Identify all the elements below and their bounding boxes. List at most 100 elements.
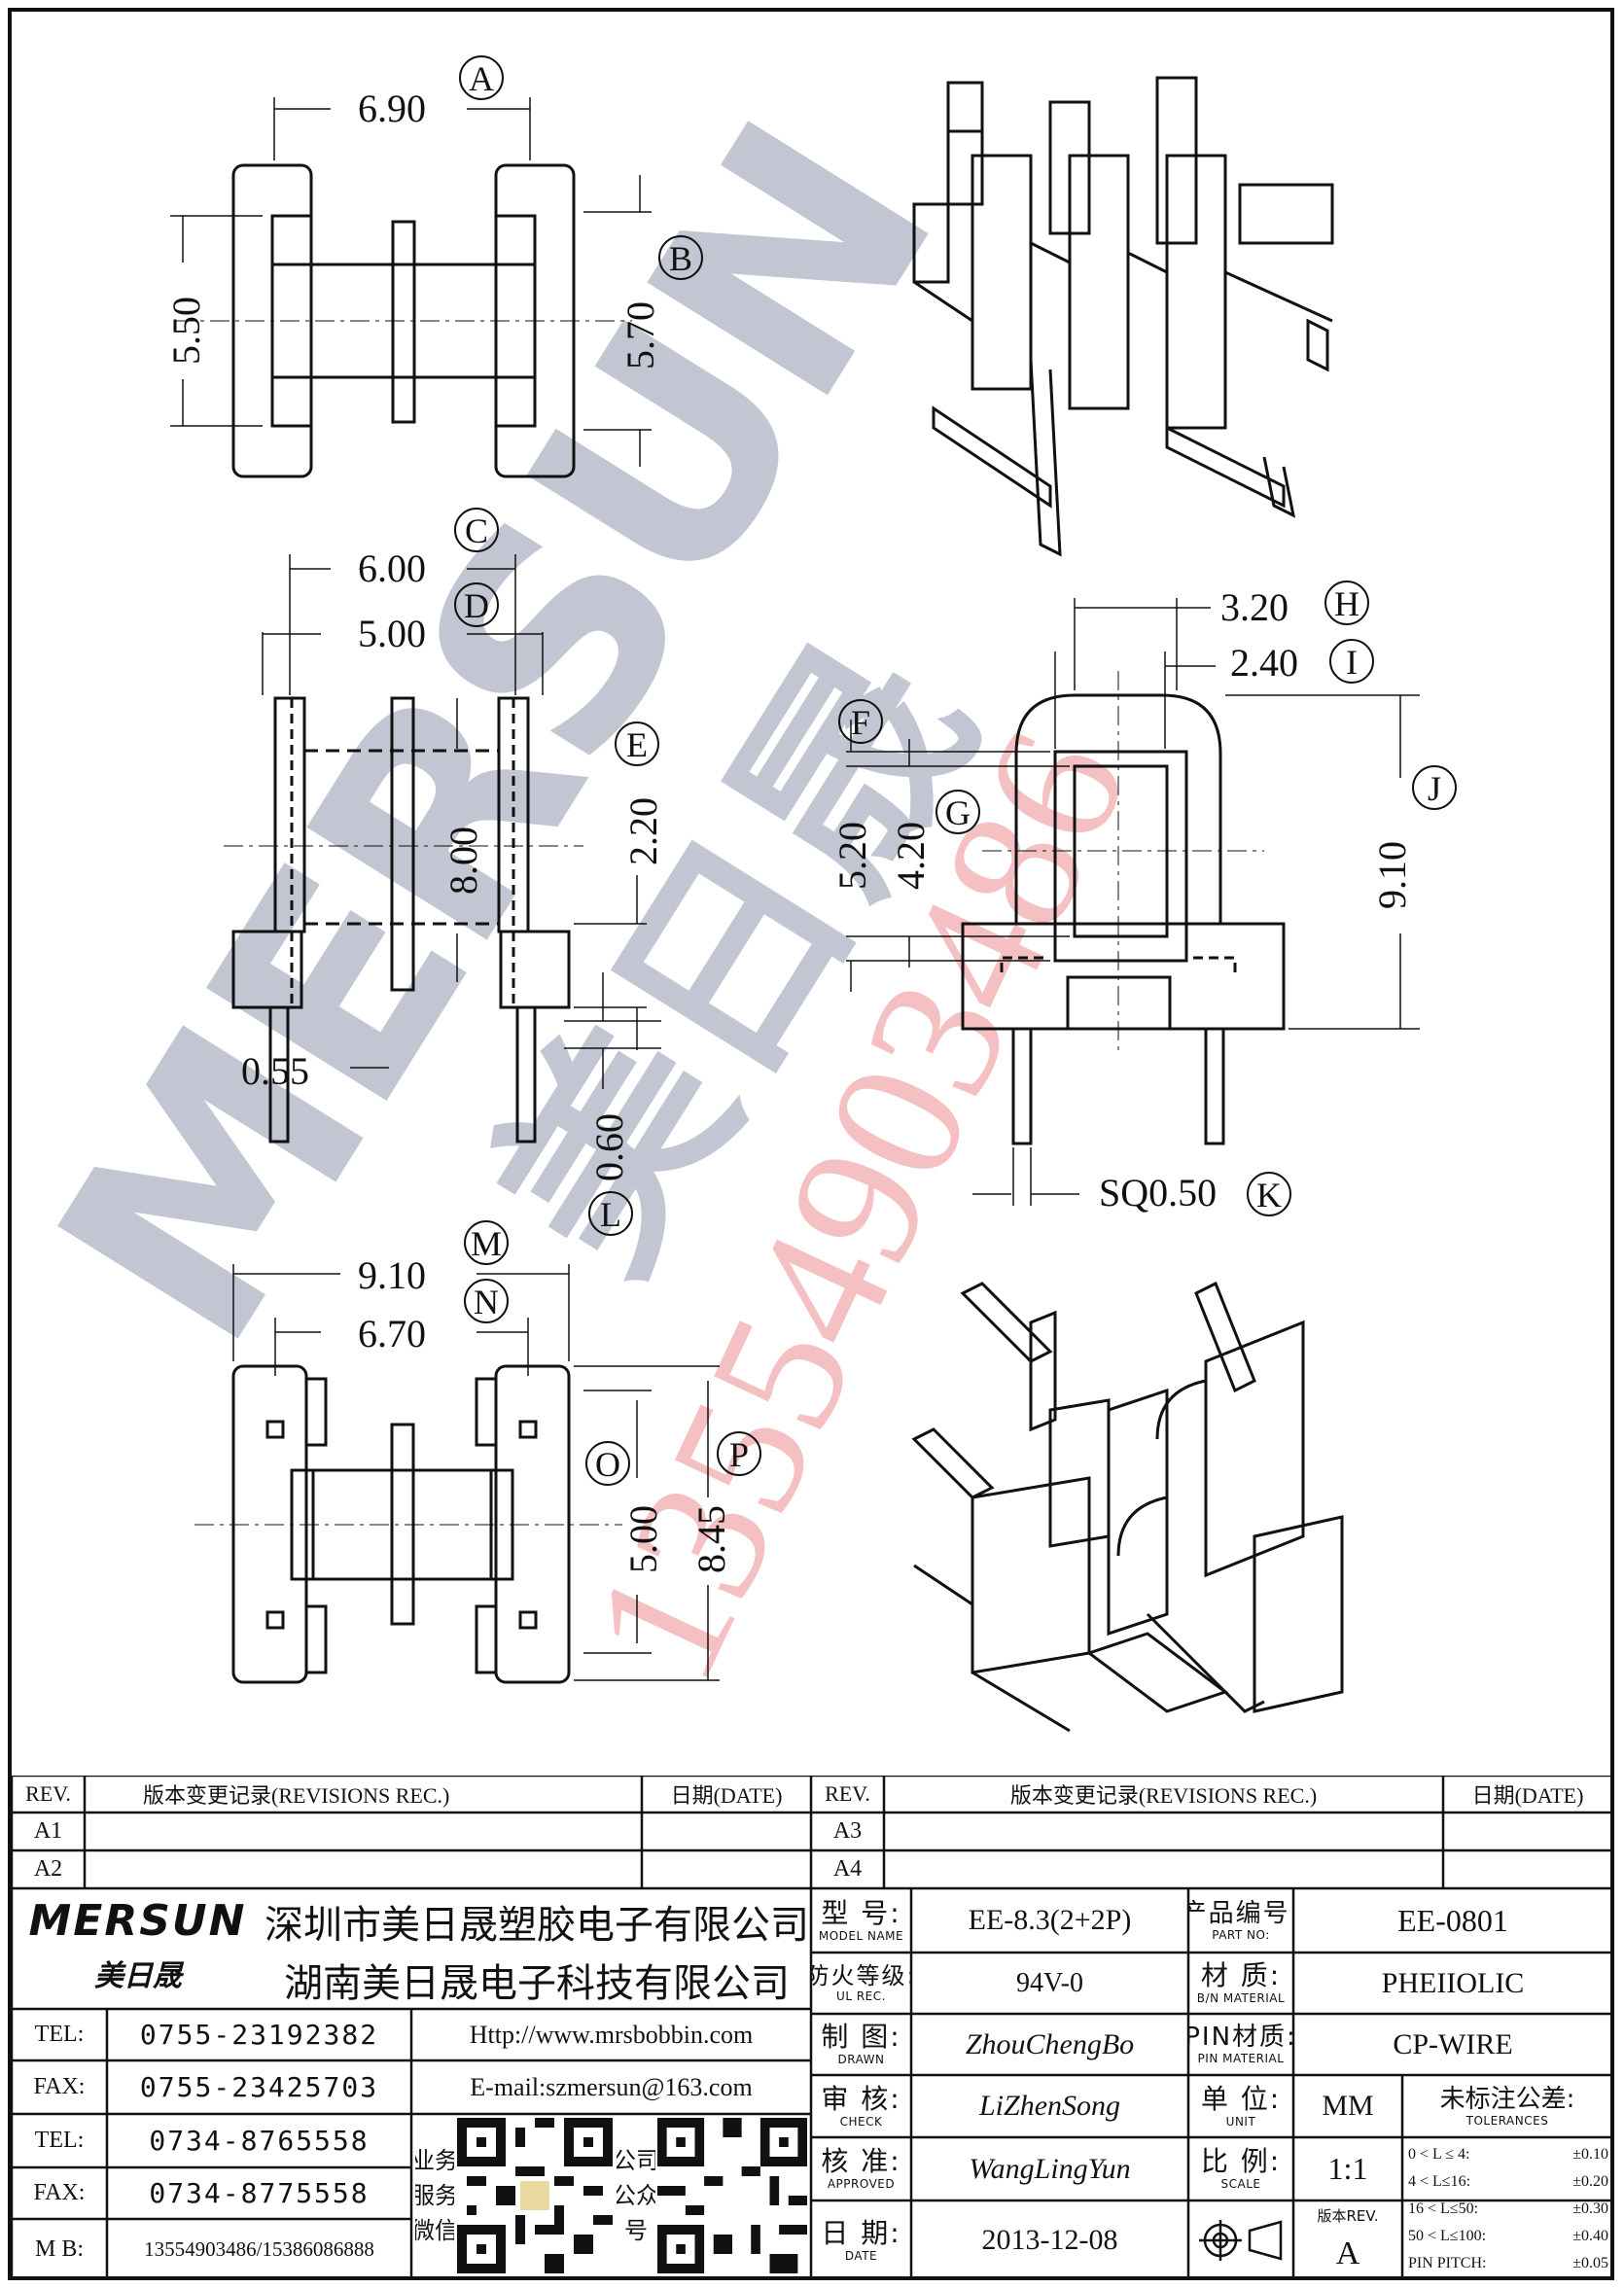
view-iso-top bbox=[912, 76, 1334, 557]
dim-d-value: 5.00 bbox=[358, 612, 426, 655]
dim-5-50-value: 5.50 bbox=[164, 297, 208, 365]
approved-value: WangLingYun bbox=[969, 2152, 1131, 2185]
balloon-g: G bbox=[945, 793, 971, 832]
dim-f-value: 5.20 bbox=[830, 822, 874, 890]
contact-label-fax-1: FAX: bbox=[33, 2074, 86, 2099]
dim-0-55-value: 0.55 bbox=[241, 1049, 309, 1093]
dim-g-value: 4.20 bbox=[889, 822, 933, 890]
contact-value-fax-2: 0734-8775558 bbox=[149, 2177, 370, 2209]
company-email-link[interactable]: E-mail:szmersun@163.com bbox=[470, 2072, 753, 2101]
contact-value-tel-2: 0734-8765558 bbox=[149, 2125, 370, 2157]
version-value: A bbox=[1335, 2235, 1360, 2271]
balloon-n: N bbox=[474, 1283, 499, 1321]
rev-row-a1: A1 bbox=[33, 1818, 63, 1844]
balloon-o: O bbox=[595, 1445, 620, 1484]
view-iso-bottom bbox=[911, 1281, 1344, 1733]
view-front bbox=[961, 671, 1286, 1145]
material-label: 材 质:B/N MATERIAL bbox=[1196, 1959, 1286, 2005]
pin-material-value: CP-WIRE bbox=[1393, 2027, 1513, 2060]
company-logo: MERSUN bbox=[28, 1896, 247, 1946]
contact-label-tel-1: TEL: bbox=[34, 2022, 85, 2047]
scale-label: 比 例:SCALE bbox=[1200, 2145, 1282, 2191]
title-block: REV. 版本变更记录(REVISIONS REC.) 日期(DATE) A1 … bbox=[12, 1776, 1612, 2280]
balloon-f: F bbox=[851, 703, 870, 742]
rev-record-header-right: 版本变更记录(REVISIONS REC.) bbox=[1009, 1783, 1318, 1808]
ul-value: 94V-0 bbox=[1016, 1967, 1083, 1998]
part-value: EE-0801 bbox=[1397, 1902, 1508, 1938]
unit-value: MM bbox=[1322, 2090, 1374, 2122]
company-website-link[interactable]: Http://www.mrsbobbin.com bbox=[469, 2020, 754, 2049]
contact-value-fax-1: 0755-23425703 bbox=[139, 2071, 379, 2103]
tolerance-row: 16 < L≤50:±0.30 bbox=[1408, 2200, 1608, 2217]
dim-b-value: 5.70 bbox=[618, 301, 662, 370]
dim-i-value: 2.40 bbox=[1230, 641, 1298, 685]
contact-label-fax-2: FAX: bbox=[33, 2180, 86, 2205]
balloon-e: E bbox=[626, 725, 648, 764]
dim-8-00-value: 8.00 bbox=[441, 827, 485, 895]
balloon-k: K bbox=[1256, 1176, 1282, 1214]
rev-header-right: REV. bbox=[825, 1781, 870, 1806]
part-label: 产品编号:PART NO: bbox=[1188, 1898, 1293, 1942]
wechat-qr-code bbox=[457, 2118, 613, 2273]
approved-label: 核 准:APPROVED bbox=[821, 2145, 901, 2191]
tolerance-row: 4 < L≤16:±0.20 bbox=[1408, 2173, 1608, 2190]
contact-label-mobile: M B: bbox=[34, 2236, 84, 2262]
tolerance-row: 0 < L ≤ 4:±0.10 bbox=[1408, 2146, 1608, 2163]
tolerance-row: 50 < L≤100:±0.40 bbox=[1408, 2228, 1608, 2244]
dim-c-value: 6.00 bbox=[358, 546, 426, 590]
model-value: EE-8.3(2+2P) bbox=[968, 1904, 1132, 1936]
rev-row-a3: A3 bbox=[832, 1818, 863, 1844]
rev-row-a4: A4 bbox=[832, 1856, 863, 1882]
balloon-j: J bbox=[1428, 769, 1441, 808]
balloon-i: I bbox=[1346, 643, 1358, 682]
rev-date-header-right: 日期(DATE) bbox=[1471, 1783, 1584, 1808]
dim-n-value: 6.70 bbox=[358, 1312, 426, 1355]
drawn-label: 制 图:DRAWN bbox=[821, 2021, 901, 2066]
rev-record-header-left: 版本变更记录(REVISIONS REC.) bbox=[143, 1783, 450, 1808]
balloon-c: C bbox=[465, 511, 488, 550]
scale-value: 1:1 bbox=[1327, 2151, 1368, 2186]
dim-e-value: 2.20 bbox=[621, 797, 665, 865]
title-block-grid bbox=[12, 1776, 1612, 2280]
date-label: 日 期:DATE bbox=[821, 2216, 901, 2263]
tolerance-row: PIN PITCH:±0.05 bbox=[1408, 2255, 1608, 2271]
balloon-d: D bbox=[464, 586, 489, 625]
projection-symbol-icon bbox=[1199, 2220, 1283, 2261]
rev-row-a2: A2 bbox=[33, 1856, 63, 1882]
balloons: A B C D E F G H I J K L M N O P bbox=[454, 55, 1457, 1486]
dim-k-value: SQ0.50 bbox=[1099, 1171, 1217, 1214]
tolerance-label: 未标注公差:TOLERANCES bbox=[1439, 2084, 1575, 2128]
rev-header-left: REV. bbox=[25, 1781, 71, 1806]
ul-label: 防火等级:UL REC. bbox=[811, 1962, 911, 2003]
balloon-l: L bbox=[600, 1195, 621, 1234]
company-name-shenzhen: 深圳市美日晟塑胶电子有限公司 bbox=[266, 1903, 807, 1948]
dim-m-value: 9.10 bbox=[358, 1253, 426, 1297]
qr-label-wechat: 业务服务微信 bbox=[415, 2147, 454, 2244]
balloon-b: B bbox=[669, 239, 692, 278]
dim-p-value: 8.45 bbox=[689, 1505, 733, 1573]
pin-material-label: PIN材质:PIN MATERIAL bbox=[1188, 2023, 1293, 2065]
material-value: PHEIIOLIC bbox=[1381, 1966, 1525, 1999]
unit-label: 单 位:UNIT bbox=[1200, 2082, 1282, 2129]
company-logo-cn: 美日晟 bbox=[94, 1959, 182, 1993]
balloon-a: A bbox=[469, 59, 494, 98]
model-label: 型 号:MODEL NAME bbox=[818, 1896, 904, 1943]
rev-date-header-left: 日期(DATE) bbox=[670, 1783, 783, 1808]
balloon-p: P bbox=[729, 1435, 749, 1474]
contact-value-mobile: 13554903486/15386086888 bbox=[144, 2237, 374, 2261]
technical-drawing: MERSUN 美日晟 13554903486 bbox=[0, 55, 1457, 1733]
contact-value-tel-1: 0755-23192382 bbox=[139, 2019, 379, 2051]
check-value: LiZhenSong bbox=[978, 2090, 1121, 2122]
drawn-value: ZhouChengBo bbox=[965, 2027, 1135, 2060]
view-bottom bbox=[194, 1364, 622, 1684]
dim-j-value: 9.10 bbox=[1370, 841, 1414, 909]
dim-l-value: 0.60 bbox=[587, 1113, 631, 1181]
tolerance-table: 0 < L ≤ 4:±0.10 4 < L≤16:±0.20 16 < L≤50… bbox=[1408, 2141, 1608, 2277]
balloon-h: H bbox=[1334, 584, 1359, 623]
view-side bbox=[224, 696, 583, 1144]
dim-h-value: 3.20 bbox=[1220, 585, 1289, 629]
balloon-m: M bbox=[471, 1224, 502, 1263]
view-top-left bbox=[175, 163, 632, 478]
official-account-qr-code bbox=[657, 2118, 807, 2273]
contact-label-tel-2: TEL: bbox=[34, 2128, 85, 2153]
